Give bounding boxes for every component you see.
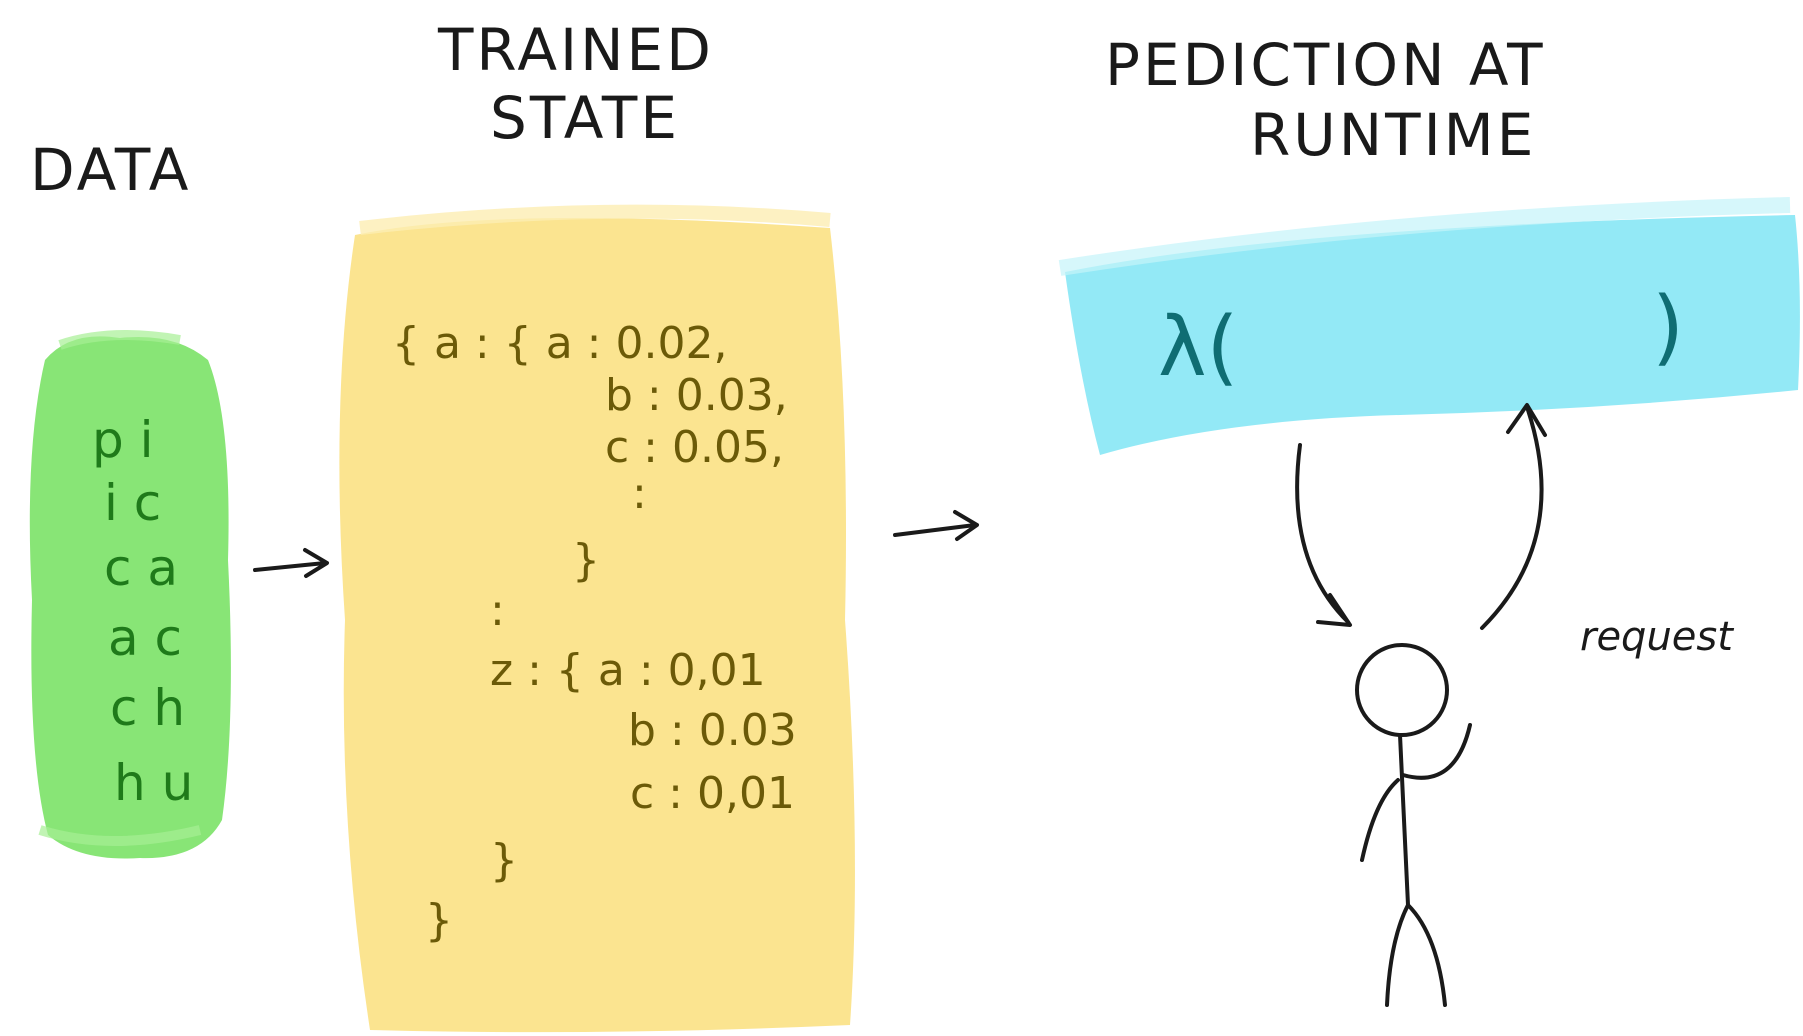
function-block-fill: [1065, 215, 1800, 455]
data-row-1: p i: [92, 411, 154, 469]
state-line-2: b : 0.03,: [605, 370, 788, 421]
state-line-9: c : 0,01: [630, 768, 795, 819]
heading-prediction-line1: PEDICTION AT: [1105, 31, 1546, 99]
state-line-1: { a : { a : 0.02,: [392, 318, 727, 369]
request-label: request: [1580, 614, 1734, 660]
state-block: { a : { a : 0.02, b : 0.03, c : 0.05, : …: [339, 204, 855, 1033]
data-row-6: h u: [114, 754, 193, 812]
data-row-4: a c: [108, 609, 182, 667]
state-line-8: b : 0.03: [628, 705, 797, 756]
state-line-4: :: [632, 468, 647, 519]
state-line-10: }: [490, 835, 518, 886]
function-close: ): [1652, 280, 1684, 375]
heading-trained-line1: TRAINED: [437, 16, 714, 84]
arrow-state-to-prediction: [893, 510, 979, 541]
state-line-7: z : { a : 0,01: [490, 645, 766, 696]
arrow-data-to-state: [253, 548, 329, 578]
data-block-fill: [29, 336, 231, 859]
data-block: p i i c c a a c c h h u: [29, 330, 231, 859]
function-block: λ( ): [1058, 197, 1800, 455]
heading-data: DATA: [30, 136, 191, 204]
data-row-5: c h: [110, 679, 185, 737]
state-block-fill: [339, 218, 855, 1033]
response-arrow: [1295, 443, 1352, 627]
function-open: λ(: [1158, 300, 1239, 395]
heading-prediction-line2: RUNTIME: [1250, 101, 1536, 169]
state-line-11: }: [425, 895, 453, 946]
state-line-5: }: [572, 535, 600, 586]
data-row-2: i c: [104, 474, 161, 532]
state-line-3: c : 0.05,: [605, 422, 784, 473]
heading-trained-line2: STATE: [490, 84, 680, 152]
request-arrow: [1480, 403, 1547, 630]
data-row-3: c a: [104, 539, 178, 597]
user-stick-figure-icon: [1355, 643, 1472, 1007]
state-line-6: :: [490, 585, 505, 636]
